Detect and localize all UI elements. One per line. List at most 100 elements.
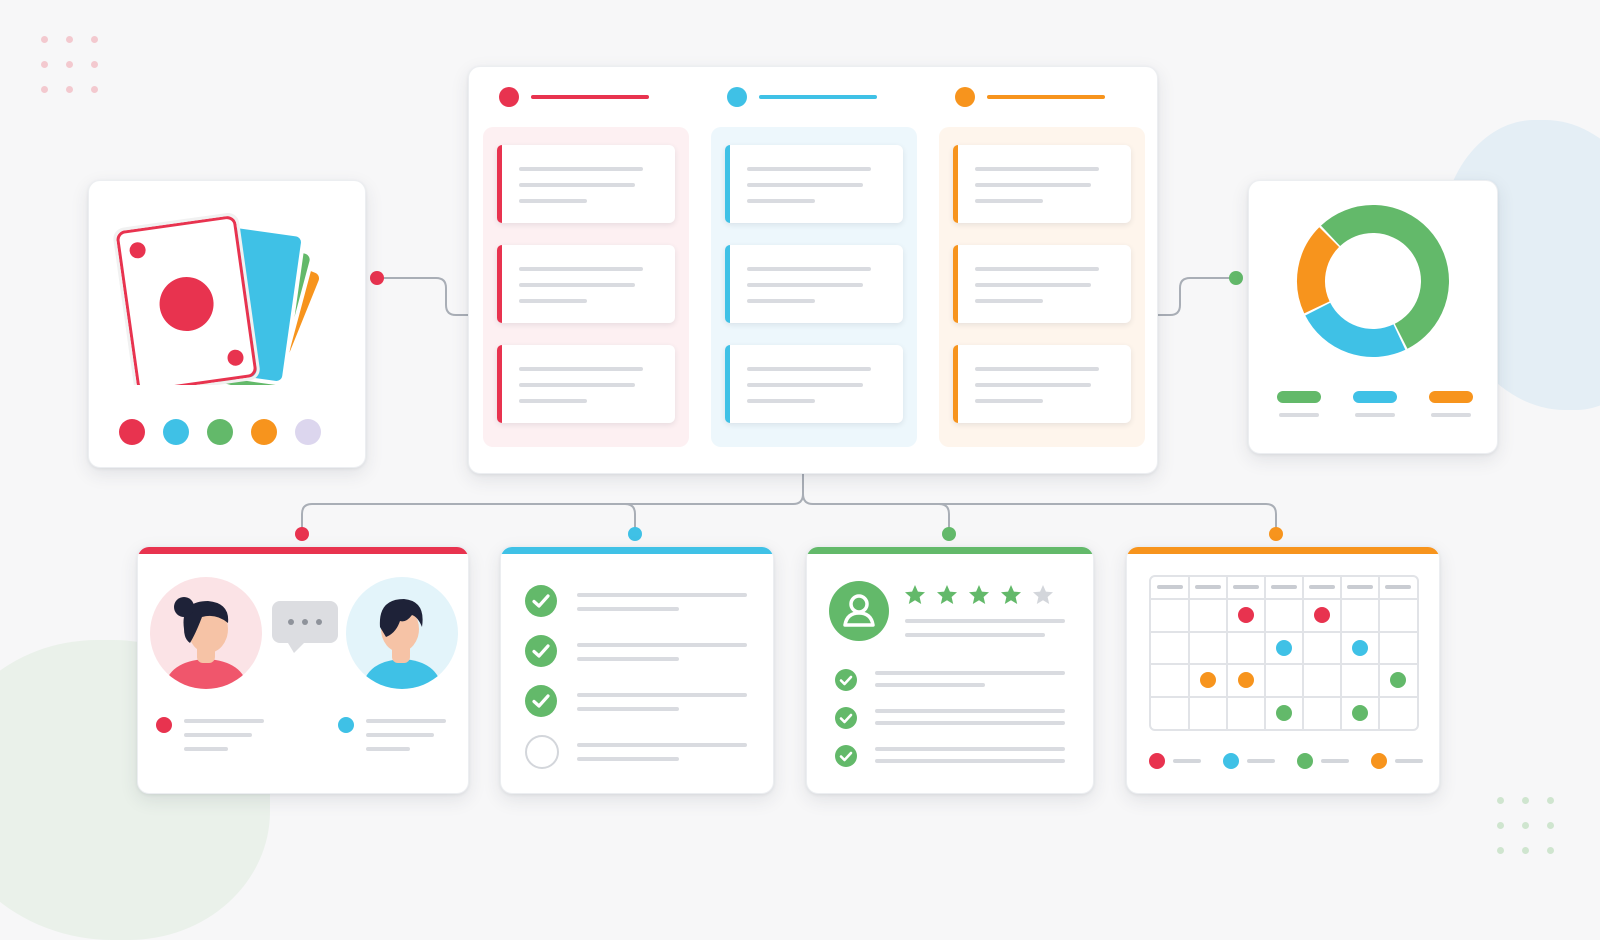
calendar-legend-line [1247, 759, 1275, 763]
legend-item-green [1277, 391, 1321, 417]
text-line [975, 199, 1043, 203]
review-line [875, 759, 1065, 763]
text-line [747, 299, 815, 303]
legend-swatch [1429, 391, 1473, 403]
checkmark-icon [835, 669, 857, 691]
connector-node-donut [1229, 271, 1243, 285]
chat-bubble-icon [272, 601, 338, 653]
review-card-topbar [807, 547, 1093, 554]
task-line [577, 743, 747, 747]
user-avatar-icon [829, 581, 889, 641]
calendar-grid-line [1378, 577, 1380, 729]
chat-card-topbar [138, 547, 468, 554]
checkmark-icon [835, 707, 857, 729]
kanban-card [725, 245, 903, 323]
review-line [875, 683, 985, 687]
calendar-legend-line [1173, 759, 1201, 763]
calendar-grid [1149, 575, 1419, 731]
text-line [519, 367, 643, 371]
star-filled-icon [905, 585, 925, 604]
review-line [875, 709, 1065, 713]
connector-trunk-left [301, 474, 804, 532]
calendar-event-green [1390, 672, 1406, 689]
task-line [577, 757, 679, 761]
column-dot-orange [955, 87, 975, 107]
unchecked-circle-icon [525, 735, 559, 769]
kanban-column-blue [711, 127, 917, 447]
calendar-day-header [1309, 585, 1335, 589]
participant-dot-blue [338, 717, 354, 733]
task-line [577, 643, 747, 647]
kanban-card [953, 145, 1131, 223]
task-line [577, 593, 747, 597]
calendar-event-green [1276, 704, 1292, 721]
text-line [519, 399, 587, 403]
calendar-legend-dot-blue [1223, 753, 1239, 769]
text-line [519, 283, 635, 287]
calendar-grid-line [1188, 577, 1190, 729]
legend-item-blue [1353, 391, 1397, 417]
calendar-legend-dot-green [1297, 753, 1313, 769]
legend-swatch [1353, 391, 1397, 403]
text-line [519, 167, 643, 171]
calendar-grid-line [1226, 577, 1228, 729]
swatch-lavender [295, 419, 321, 445]
connector-trunk-right [802, 493, 1277, 532]
kanban-column-orange [939, 127, 1145, 447]
connector-lines [295, 271, 1283, 541]
review-line [875, 671, 1065, 675]
decorative-dot-grid-top-left [41, 36, 98, 93]
task-line [577, 707, 679, 711]
text-line [747, 367, 871, 371]
text-line [519, 383, 635, 387]
kanban-card [497, 245, 675, 323]
kanban-card [725, 145, 903, 223]
swatch-orange [251, 419, 277, 445]
connector-deck-kanban [377, 277, 468, 316]
text-line [747, 199, 815, 203]
text-line [747, 283, 863, 287]
calendar-event-orange [1238, 672, 1254, 689]
column-header-orange [955, 85, 1115, 109]
calendar-day-header [1195, 585, 1221, 589]
text-line [747, 383, 863, 387]
kanban-card [725, 345, 903, 423]
connector-branch-tasks [624, 503, 636, 532]
calendar-grid-line [1340, 577, 1342, 729]
card-deck-panel [88, 180, 366, 468]
calendar-day-header [1347, 585, 1373, 589]
kanban-card [953, 345, 1131, 423]
review-line [875, 747, 1065, 751]
legend-swatch [1277, 391, 1321, 403]
text-line [519, 267, 643, 271]
text-line [975, 383, 1091, 387]
chat-card [137, 546, 469, 794]
task-line [577, 607, 679, 611]
text-line [975, 183, 1091, 187]
text-line [975, 367, 1099, 371]
star-filled-icon [969, 585, 989, 604]
task-line [577, 657, 679, 661]
text-line [975, 299, 1043, 303]
calendar-card [1126, 546, 1440, 794]
column-header-blue [727, 85, 887, 109]
review-card [806, 546, 1094, 794]
star-empty-icon [1033, 585, 1053, 604]
calendar-grid-line [1151, 695, 1417, 698]
text-line [975, 167, 1099, 171]
connector-node-tasks [628, 527, 642, 541]
kanban-card-accent [953, 245, 958, 323]
column-title-bar [531, 95, 649, 99]
connector-branch-review [938, 503, 950, 532]
calendar-grid-line [1151, 598, 1417, 600]
avatar-woman [150, 577, 262, 689]
calendar-legend-dot-orange [1371, 753, 1387, 769]
text-line [747, 183, 863, 187]
kanban-column-red [483, 127, 689, 447]
donut-segment-green [1297, 205, 1449, 357]
participant-dot-red [156, 717, 172, 733]
legend-label-line [1279, 413, 1319, 417]
calendar-event-orange [1200, 672, 1216, 689]
checkmark-icon [525, 685, 557, 717]
calendar-day-header [1157, 585, 1183, 589]
